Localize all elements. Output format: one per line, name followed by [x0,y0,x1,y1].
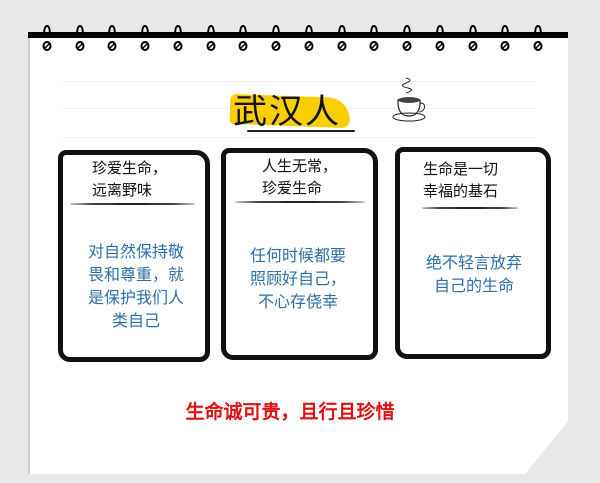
binding-bar [28,32,568,38]
ruled-line [62,137,537,138]
page-title: 武汉人 [233,92,341,132]
card-1-underline [70,203,195,205]
card-3 [395,147,551,359]
spiral-ring [173,24,183,51]
spiral-ring [304,24,314,51]
card-1 [58,150,210,362]
spiral-ring [533,24,543,51]
spiral-ring [206,24,216,51]
card-3-underline [422,207,518,209]
spiral-ring [369,24,379,51]
card-3-heading: 生命是一切幸福的基石 [423,160,499,200]
card-2-heading: 人生无常，珍爱生命 [262,157,338,197]
spiral-ring [435,24,445,51]
spiral-ring [402,24,412,51]
title-underline [247,130,355,132]
card-2-body: 任何时候都要照顾好自己，不心存侥幸 [249,246,346,311]
card-2-underline [235,201,365,203]
spiral-ring [271,24,281,51]
spiral-ring [140,24,150,51]
coffee-cup-icon [392,77,426,122]
ruled-line [62,81,537,82]
spiral-ring [107,24,117,51]
card-2 [221,148,378,360]
card-1-heading: 珍爱生命，远离野味 [92,159,168,199]
spiral-ring [337,24,347,51]
card-1-body: 对自然保持敬畏和尊重，就是保护我们人类自己 [87,242,184,330]
spiral-ring [238,24,248,51]
spiral-ring [42,24,52,51]
card-3-body: 绝不轻言放弃自己的生命 [425,253,522,295]
footer-slogan: 生命诚可贵，且行且珍惜 [185,401,395,423]
spiral-ring [500,24,510,51]
spiral-ring [468,24,478,51]
spiral-ring [75,24,85,51]
